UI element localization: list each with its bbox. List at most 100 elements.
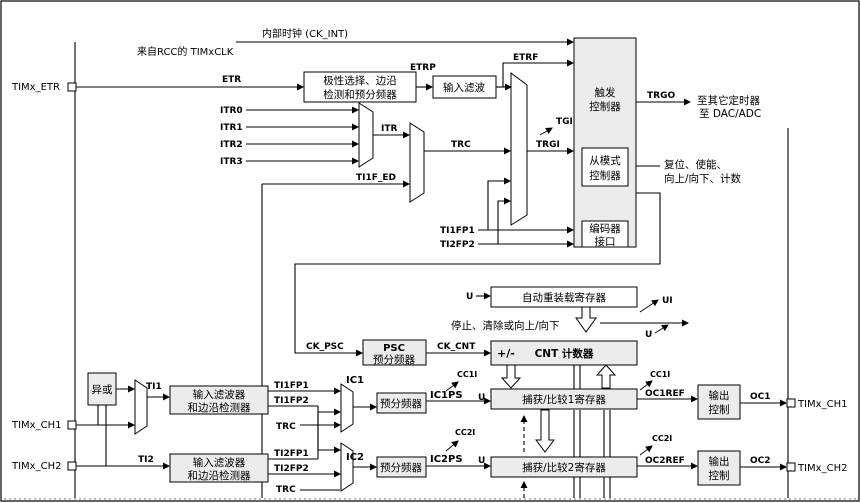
- cc2i-a-signal: CC2I: [455, 428, 475, 437]
- ck-cnt-signal: CK_CNT: [437, 342, 476, 352]
- etrf-to-trigger-line: [502, 59, 574, 87]
- oc2-signal: OC2: [750, 456, 771, 466]
- ti1fp2-cross: [317, 406, 341, 454]
- ccr1-to-cnt-arrow: [595, 364, 617, 389]
- slave-label-1: 从模式: [589, 154, 621, 167]
- ck-psc-signal: CK_PSC: [306, 342, 344, 352]
- ic2ps-signal: IC2PS: [430, 454, 463, 465]
- ui-arrow: [639, 299, 659, 313]
- itr0-signal: ITR0: [220, 106, 243, 116]
- cc1i-b-arrow: [639, 380, 653, 391]
- prescaler-2-label: 预分频器: [380, 461, 422, 474]
- encoder-interface-block: [581, 220, 629, 248]
- polarity-line1: 极性选择、边沿: [323, 74, 397, 87]
- etr-signal: ETR: [222, 75, 241, 85]
- to-other-timers-1: 至其它定时器: [697, 94, 760, 107]
- trc-mux: [409, 122, 425, 203]
- trigger-mux: [510, 72, 528, 226]
- slave-label-2: 控制器: [589, 169, 621, 182]
- trigger-label-2: 控制器: [589, 100, 621, 113]
- ti1fp1-top-signal: TI1FP1: [440, 226, 475, 236]
- psc-sub: 预分频器: [373, 353, 415, 366]
- cc1i-a-signal: CC1I: [457, 370, 477, 379]
- output-control-1b: 控制: [709, 403, 730, 416]
- pin-ch2-label: TIMx_CH2: [11, 461, 61, 472]
- ti1fp1-to-mux: [487, 177, 511, 230]
- ic1-mux: [340, 383, 354, 433]
- slave-mode-block: [581, 147, 629, 187]
- trgi-signal: TRGI: [536, 140, 560, 150]
- pin-ch1-out-label: TIMx_CH1: [797, 399, 847, 410]
- prescaler-2-block: [376, 456, 427, 478]
- capture-compare-2-label: 捕获/比较2寄存器: [522, 461, 606, 474]
- oc1-signal: OC1: [750, 392, 771, 402]
- filter-edge-1-block: [169, 385, 269, 415]
- trc-ch1-signal: TRC: [276, 422, 296, 432]
- ti2fp2-top-signal: TI2FP2: [440, 240, 475, 250]
- ic2-signal: IC2: [346, 452, 364, 463]
- output-control-1-block: [697, 384, 741, 420]
- oc1ref-signal: OC1REF: [645, 389, 685, 399]
- itr1-signal: ITR1: [220, 123, 243, 133]
- stop-clear-label: 停止、清除或向上/向下: [451, 319, 560, 332]
- tgi-signal: TGI: [556, 117, 573, 127]
- internal-clock-label: 内部时钟 (CK_INT): [262, 27, 348, 40]
- pin-ch1-in-square[interactable]: [67, 420, 77, 430]
- to-other-timers-2: 至 DAC/ADC: [699, 108, 761, 120]
- pin-ch2-in-square[interactable]: [67, 461, 77, 471]
- oc2ref-signal: OC2REF: [645, 456, 685, 466]
- cc2i-a-arrow: [445, 440, 459, 452]
- ti2fp1-signal: TI2FP1: [274, 449, 309, 459]
- polarity-prescaler-block: [303, 71, 417, 103]
- cc2i-b-signal: CC2I: [652, 434, 672, 443]
- auto-reload-register: [490, 286, 638, 308]
- cc1i-a-arrow: [445, 381, 459, 392]
- psc-title: PSC: [383, 343, 405, 354]
- filter-edge-2-block: [169, 453, 269, 483]
- ti1-signal: TI1: [146, 382, 162, 392]
- itr-signal: ITR: [381, 124, 397, 134]
- pin-ch2-out-square[interactable]: [786, 462, 796, 472]
- output-control-2-block: [697, 450, 741, 486]
- ui-signal: UI: [662, 296, 673, 306]
- itr-mux: [358, 102, 374, 168]
- trigger-controller-block: [573, 37, 637, 248]
- xor-block: [87, 372, 117, 406]
- u-ccr2-signal: U: [478, 456, 485, 466]
- ti1fp1-signal: TI1FP1: [274, 381, 309, 391]
- filter-edge-1a: 输入滤波器: [193, 388, 246, 401]
- pin-ch1-out-square[interactable]: [786, 398, 796, 408]
- ti1f-ed-signal: TI1F_ED: [356, 173, 396, 183]
- ck-psc-line: [294, 192, 661, 357]
- input-filter-label: 输入滤波: [443, 81, 485, 94]
- cnt-sign: +/-: [497, 347, 515, 360]
- output-control-2b: 控制: [709, 469, 730, 482]
- pin-etr-label: TIMx_ETR: [11, 82, 60, 93]
- arr-to-cnt-arrow: [575, 306, 597, 333]
- ic1-signal: IC1: [346, 375, 364, 386]
- itr3-signal: ITR3: [220, 157, 243, 167]
- u-mid-arrow: [654, 324, 669, 334]
- pin-etr-square[interactable]: [67, 82, 77, 92]
- auto-reload-label: 自动重装载寄存器: [522, 291, 606, 304]
- ic2-mux: [340, 442, 354, 492]
- ti2fp1-cross: [317, 408, 341, 459]
- trc-ch2-signal: TRC: [276, 485, 296, 495]
- u-ccr1-signal: U: [478, 393, 485, 403]
- cnt-to-ccr1-arrow: [500, 364, 522, 389]
- encoder-label-2: 接口: [595, 235, 616, 248]
- encoder-label-1: 编码器: [589, 222, 621, 235]
- ti2fp2-to-mux: [497, 197, 511, 244]
- ti1fp2-signal: TI1FP2: [274, 396, 309, 406]
- prescaler-1-block: [376, 392, 427, 414]
- itr2-signal: ITR2: [220, 140, 243, 150]
- capture-compare-2-register: [490, 456, 638, 478]
- cnt-label: CNT 计数器: [535, 347, 594, 360]
- output-control-2a: 输出: [709, 455, 730, 468]
- etrp-signal: ETRP: [410, 63, 436, 73]
- ccr1-to-ccr2-arrow: [535, 409, 555, 453]
- capture-compare-1-label: 捕获/比较1寄存器: [522, 393, 606, 406]
- cc2i-b-arrow: [639, 445, 653, 456]
- trc-signal: TRC: [451, 140, 471, 150]
